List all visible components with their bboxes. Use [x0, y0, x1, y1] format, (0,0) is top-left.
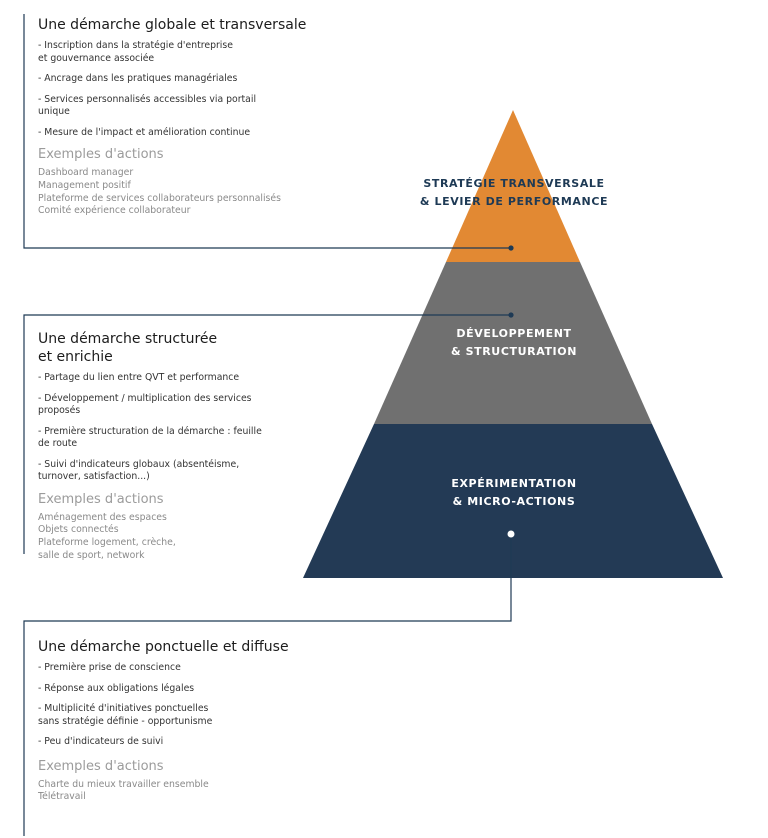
bullet-item: - Ancrage dans les pratiques managériale…	[38, 73, 238, 84]
bullet-item: - Première prise de conscience	[38, 662, 181, 673]
block-global-transversal: Une démarche globale et transversale - I…	[38, 16, 308, 218]
tier-bottom-label: EXPÉRIMENTATION & MICRO-ACTIONS	[451, 477, 577, 508]
bullet-item: - Réponse aux obligations légales	[38, 682, 195, 694]
block-title: Une démarche ponctuelle et diffuse	[38, 639, 289, 655]
bullet-item: - Multiplicité d'initiatives ponctuelles…	[38, 703, 213, 727]
bullet-item: - Peu d'indicateurs de suivi	[38, 736, 164, 747]
example-item: Comité expérience collaborateur	[38, 205, 191, 217]
bullet-item: - Services personnalisés accessibles via…	[38, 93, 257, 118]
pyramid-tier-bottom	[303, 424, 723, 578]
examples-title: Exemples d'actions	[38, 147, 164, 162]
bullet-item: - Partage du lien entre QVT et performan…	[38, 372, 240, 383]
bullet-list: - Première prise de conscience - Réponse…	[38, 662, 308, 749]
block-punctual-diffuse: Une démarche ponctuelle et diffuse - Pre…	[38, 638, 308, 804]
block-structured-enriched: Une démarche structurée et enrichie - Pa…	[38, 330, 308, 563]
example-item: Objets connectés	[38, 524, 119, 536]
block-title: Une démarche globale et transversale	[38, 17, 307, 33]
example-item: Dashboard manager	[38, 167, 134, 178]
bullet-list: - Partage du lien entre QVT et performan…	[38, 372, 308, 484]
example-item: Plateforme logement, crèche,	[38, 537, 176, 549]
pyramid-tier-top	[446, 110, 580, 262]
connector-line-bottom	[23, 534, 512, 836]
bullet-item: - Développement / multiplication des ser…	[38, 392, 252, 417]
connector-dot-middle	[508, 312, 514, 318]
bullet-item: - Mesure de l'impact et amélioration con…	[38, 126, 251, 138]
bullet-item: - Suivi d'indicateurs globaux (absentéis…	[38, 458, 240, 483]
examples-title: Exemples d'actions	[38, 491, 164, 507]
example-item: salle de sport, network	[38, 549, 145, 561]
pyramid-tier-middle	[374, 262, 652, 424]
connector-line-top	[23, 14, 511, 249]
example-item: Aménagement des espaces	[38, 511, 167, 523]
bullet-item: - Inscription dans la stratégie d'entrep…	[38, 40, 233, 64]
connector-line-middle	[23, 314, 511, 554]
tier-top-label: STRATÉGIE TRANSVERSALE & LEVIER DE PERFO…	[419, 177, 609, 208]
bullet-item: - Première structuration de la démarche …	[38, 425, 262, 450]
example-item: Télétravail	[38, 791, 86, 803]
example-item: Charte du mieux travailler ensemble	[38, 778, 209, 790]
tier-middle-label: DÉVELOPPEMENT & STRUCTURATION	[450, 327, 578, 358]
connector-dot-bottom	[507, 530, 515, 538]
block-title: Une démarche structurée et enrichie	[38, 331, 218, 365]
example-item: Management positif	[38, 179, 131, 191]
connector-dot-top	[508, 245, 514, 251]
examples-title: Exemples d'actions	[38, 758, 164, 774]
bullet-list: - Inscription dans la stratégie d'entrep…	[38, 40, 308, 139]
example-item: Plateforme de services collaborateurs pe…	[38, 192, 281, 204]
